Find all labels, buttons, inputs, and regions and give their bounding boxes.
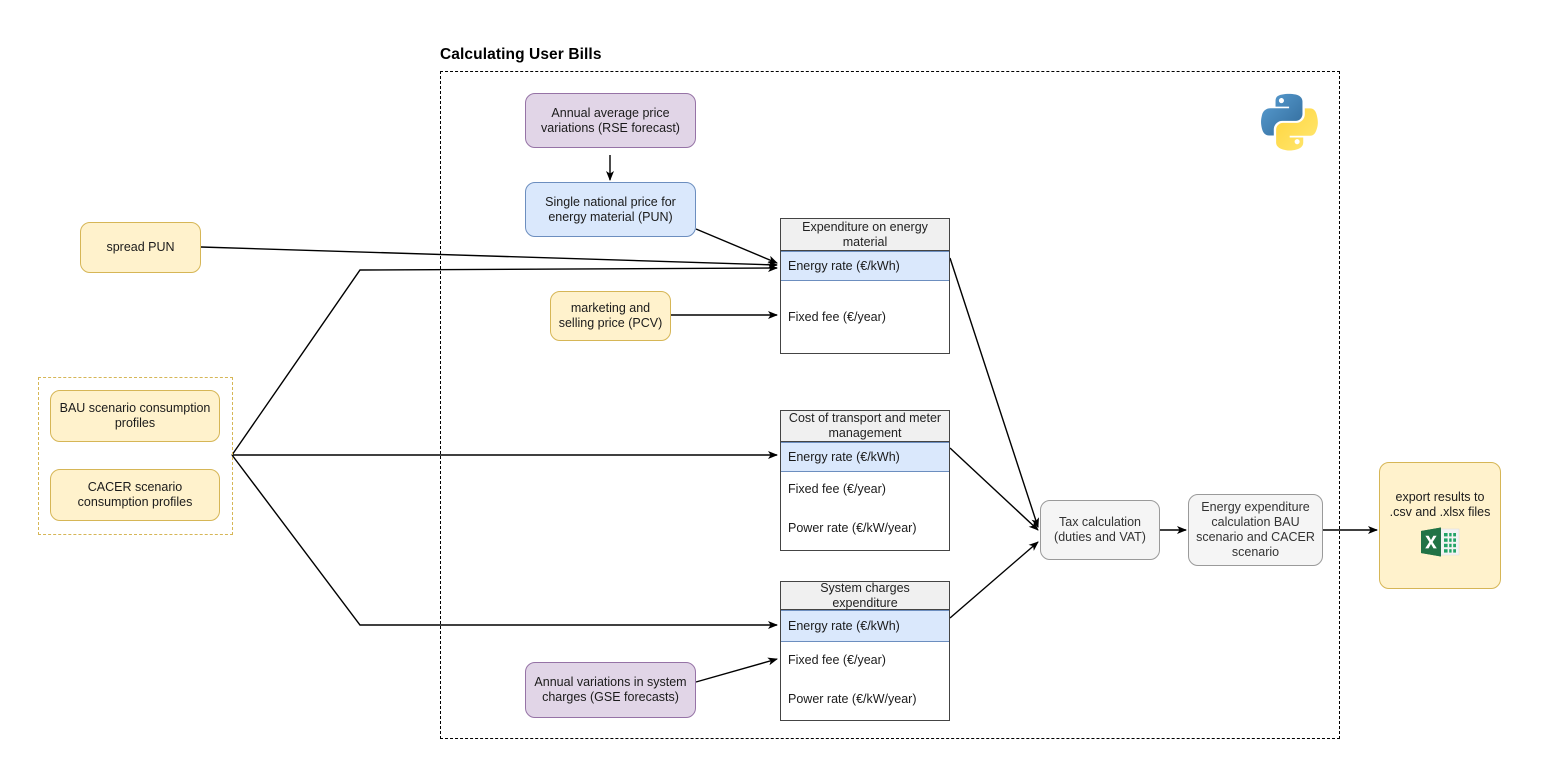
cacer-profiles-label: CACER scenario consumption profiles <box>77 480 193 509</box>
table-transport-meter-cost: Cost of transport and meter management E… <box>780 410 950 551</box>
gse-forecast-label: Annual variations in system charges (GSE… <box>534 675 687 704</box>
bau-profiles-label: BAU scenario consumption profiles <box>59 401 211 430</box>
table-system-charges-expenditure: System charges expenditure Energy rate (… <box>780 581 950 721</box>
table-row[interactable]: Power rate (€/kW/year) <box>781 507 949 550</box>
table-energy-material-expenditure: Expenditure on energy material Energy ra… <box>780 218 950 354</box>
cacer-profiles-node[interactable]: CACER scenario consumption profiles <box>50 469 220 521</box>
table-row[interactable]: Energy rate (€/kWh) <box>781 610 949 642</box>
table-row[interactable]: Fixed fee (€/year) <box>781 642 949 678</box>
table-header: Expenditure on energy material <box>781 219 949 251</box>
table-row[interactable]: Power rate (€/kW/year) <box>781 678 949 720</box>
pun-node[interactable]: Single national price for energy materia… <box>525 182 696 237</box>
rse-forecast-node[interactable]: Annual average price variations (RSE for… <box>525 93 696 148</box>
calculating-user-bills-container <box>440 71 1340 739</box>
spread-pun-label: spread PUN <box>106 240 175 254</box>
page-title: Calculating User Bills <box>440 46 602 63</box>
bau-profiles-node[interactable]: BAU scenario consumption profiles <box>50 390 220 442</box>
pcv-label: marketing and selling price (PCV) <box>558 301 663 330</box>
python-logo-icon <box>1258 90 1320 157</box>
export-results-node[interactable]: export results to .csv and .xlsx files <box>1379 462 1501 589</box>
pun-label: Single national price for energy materia… <box>545 194 676 224</box>
excel-icon <box>1419 526 1461 562</box>
table-header: System charges expenditure <box>781 581 949 610</box>
gse-forecast-node[interactable]: Annual variations in system charges (GSE… <box>525 662 696 718</box>
table-row[interactable]: Fixed fee (€/year) <box>781 281 949 353</box>
export-results-label: export results to .csv and .xlsx files <box>1389 489 1491 519</box>
spread-pun-node[interactable]: spread PUN <box>80 222 201 273</box>
tax-calculation-label: Tax calculation (duties and VAT) <box>1054 515 1146 544</box>
table-row[interactable]: Energy rate (€/kWh) <box>781 251 949 281</box>
scenario-profiles-group <box>38 377 233 535</box>
pcv-node[interactable]: marketing and selling price (PCV) <box>550 291 671 341</box>
tax-calculation-node[interactable]: Tax calculation (duties and VAT) <box>1040 500 1160 560</box>
energy-expenditure-calculation-node[interactable]: Energy expenditure calculation BAU scena… <box>1188 494 1323 566</box>
table-row[interactable]: Energy rate (€/kWh) <box>781 442 949 472</box>
rse-forecast-label: Annual average price variations (RSE for… <box>541 105 680 135</box>
table-row[interactable]: Fixed fee (€/year) <box>781 472 949 507</box>
table-header: Cost of transport and meter management <box>781 411 949 442</box>
energy-expenditure-label: Energy expenditure calculation BAU scena… <box>1196 500 1315 559</box>
